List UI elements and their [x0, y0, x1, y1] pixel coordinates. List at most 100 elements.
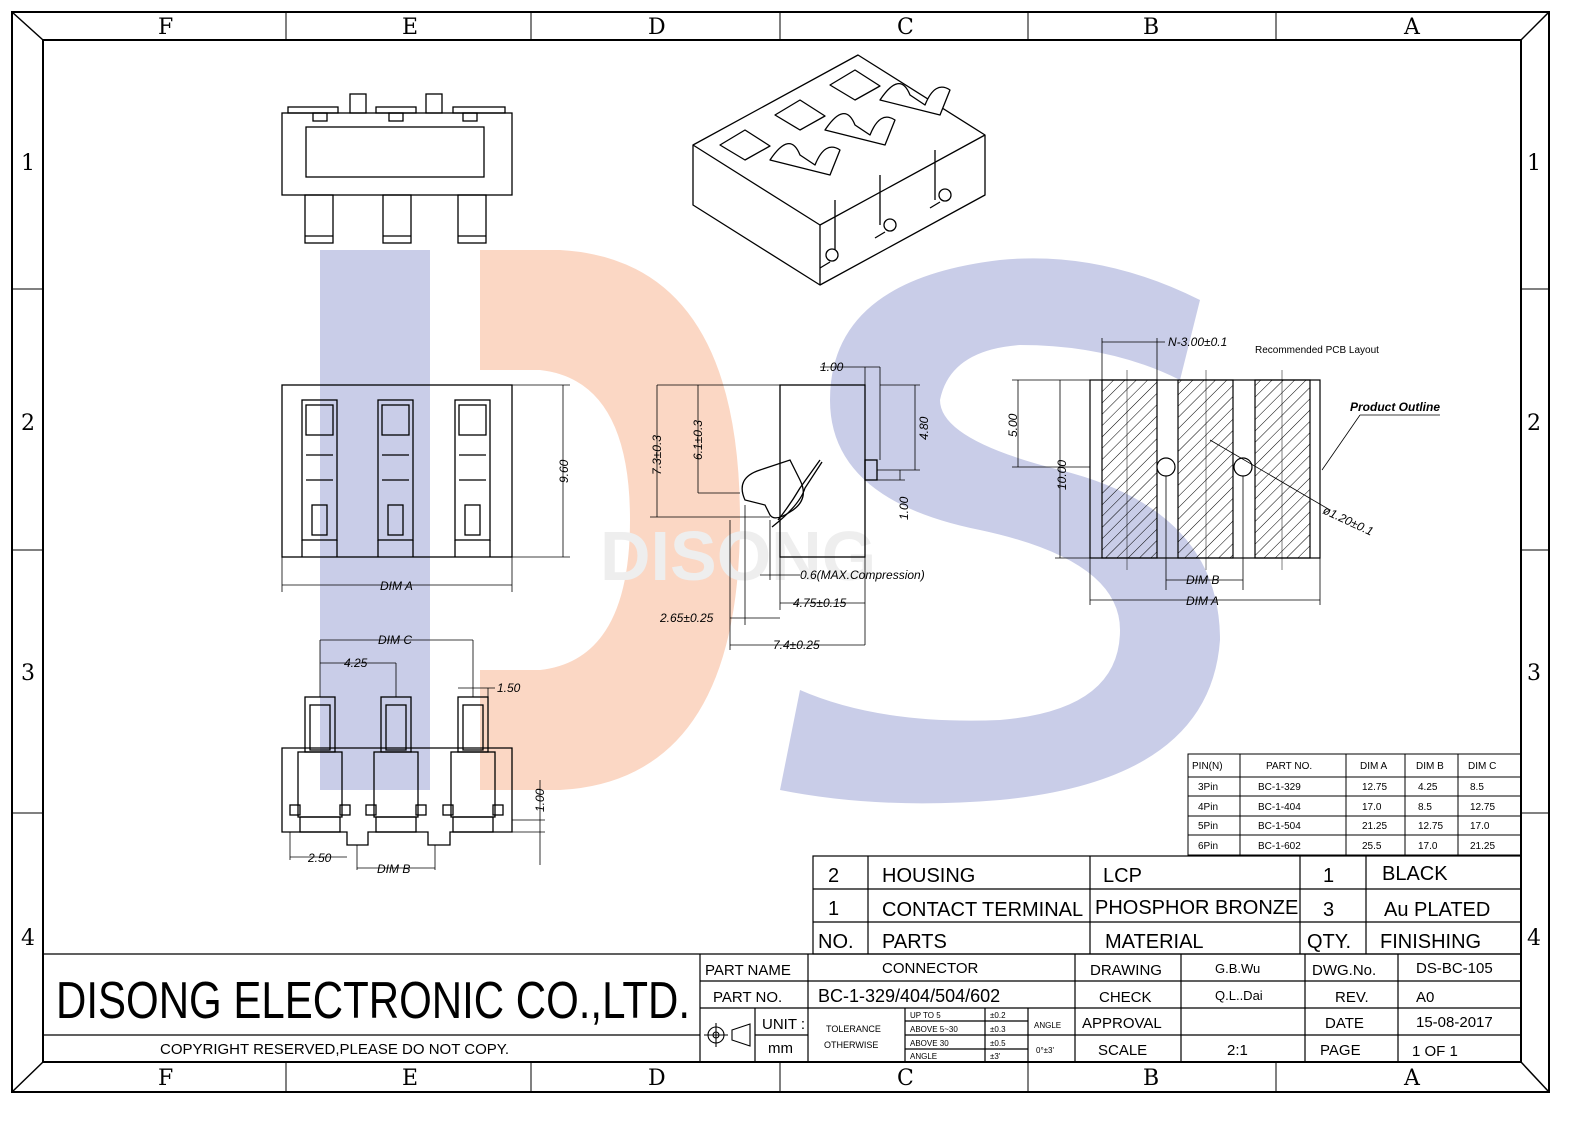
- pcb-dim-a: DIM A: [1186, 594, 1219, 608]
- tol-30-val: ±0.5: [990, 1039, 1006, 1048]
- bom-qty: 3: [1323, 899, 1334, 921]
- dim-06-compression: 0.6(MAX.Compression): [800, 568, 925, 582]
- col-label-c-bottom: C: [897, 1066, 914, 1091]
- dim-74: 7.4±0.25: [773, 638, 820, 652]
- bom-header-material: MATERIAL: [1105, 931, 1204, 953]
- dwg-no-value: DS-BC-105: [1416, 960, 1493, 977]
- unit-label: UNIT :: [762, 1016, 805, 1033]
- tolerance-label: TOLERANCE: [826, 1024, 881, 1034]
- bom-header-no: NO.: [818, 931, 854, 953]
- pin-table-cell: 4Pin: [1198, 802, 1218, 813]
- drawing-label: DRAWING: [1090, 962, 1162, 979]
- pin-table-header: DIM B: [1416, 761, 1444, 772]
- watermark-text: DISONG: [600, 517, 876, 595]
- col-label-d: D: [648, 15, 666, 40]
- check-value: Q.L..Dai: [1215, 988, 1263, 1003]
- tol-5-30-val: ±0.3: [990, 1025, 1006, 1034]
- company-name: DISONG ELECTRONIC CO.,LTD.: [56, 972, 690, 1030]
- pin-table-cell: BC-1-602: [1258, 841, 1301, 852]
- isometric-view: [692, 54, 986, 286]
- pin-table-cell: 12.75: [1362, 782, 1387, 793]
- date-label: DATE: [1325, 1015, 1364, 1032]
- title-block-text: DISONG ELECTRONIC CO.,LTD. COPYRIGHT RES…: [56, 960, 1493, 1061]
- pin-table-cell: 21.25: [1470, 841, 1495, 852]
- col-label-e-bottom: E: [402, 1066, 418, 1091]
- bottom-dim-c: DIM C: [378, 633, 412, 647]
- col-label-b: B: [1143, 15, 1159, 40]
- dim-480: 4.80: [917, 416, 931, 440]
- bottom-dim-b: DIM B: [377, 862, 410, 876]
- unit-value: mm: [768, 1040, 793, 1057]
- bottom-dim-425: 4.25: [344, 656, 368, 670]
- pcb-product-outline: Product Outline: [1350, 400, 1440, 414]
- pin-table-header: PART NO.: [1266, 761, 1312, 772]
- angle-value: 0°±3': [1036, 1046, 1054, 1055]
- row-label-1: 1: [21, 151, 35, 176]
- pcb-layout: [1012, 338, 1440, 605]
- bottom-view: [281, 639, 545, 870]
- bom-no: 1: [828, 898, 839, 920]
- angle-label: ANGLE: [1034, 1021, 1061, 1030]
- tol-30: ABOVE 30: [910, 1039, 949, 1048]
- dim-475: 4.75±0.15: [793, 596, 847, 610]
- tol-up5: UP TO 5: [910, 1011, 941, 1020]
- row-label-1-right: 1: [1527, 151, 1541, 176]
- part-no-value: BC-1-329/404/504/602: [818, 986, 1000, 1006]
- pin-table-cell: 12.75: [1418, 821, 1443, 832]
- pin-table-cell: BC-1-329: [1258, 782, 1301, 793]
- row-label-2-right: 2: [1527, 411, 1541, 436]
- pin-table-cell: 12.75: [1470, 802, 1495, 813]
- page-value: 1 OF 1: [1412, 1043, 1458, 1060]
- row-label-3-right: 3: [1527, 661, 1541, 686]
- col-label-d-bottom: D: [648, 1066, 666, 1091]
- col-label-e: E: [402, 15, 418, 40]
- pin-table-cell: 25.5: [1362, 841, 1382, 852]
- dwg-no-label: DWG.No.: [1312, 962, 1376, 979]
- tol-angle: ANGLE: [910, 1052, 937, 1061]
- title-block: [43, 953, 1521, 1062]
- row-label-4: 4: [21, 926, 35, 951]
- drawing-frame: [11, 11, 1550, 1093]
- frame-labels: F E D C B A F E D C B A 1 2 3 4 1 2 3 4: [21, 15, 1541, 1091]
- part-name-value: CONNECTOR: [882, 960, 979, 977]
- page-label: PAGE: [1320, 1042, 1361, 1059]
- tol-5-30: ABOVE 5~30: [910, 1025, 958, 1034]
- bom-header-finishing: FINISHING: [1380, 931, 1481, 953]
- rev-label: REV.: [1335, 989, 1369, 1006]
- col-label-a-bottom: A: [1403, 1066, 1421, 1091]
- bom-qty: 1: [1323, 865, 1334, 887]
- tol-angle-val: ±3': [990, 1052, 1001, 1061]
- rev-value: A0: [1416, 989, 1434, 1006]
- pcb-pitch: N-3.00±0.1: [1168, 335, 1227, 349]
- dim-960: 9.60: [557, 459, 571, 483]
- pin-table-text: PIN(N) PART NO. DIM A DIM B DIM C 3Pin B…: [1192, 761, 1496, 852]
- col-label-f-bottom: F: [158, 1066, 173, 1091]
- pin-table-header: DIM A: [1360, 761, 1388, 772]
- pcb-dim-500: 5.00: [1006, 413, 1020, 437]
- pin-table-cell: 21.25: [1362, 821, 1387, 832]
- bottom-dim-100: 1.00: [533, 788, 547, 812]
- pin-table-cell: 17.0: [1418, 841, 1438, 852]
- bom-material: LCP: [1103, 865, 1142, 887]
- pin-table-cell: 3Pin: [1198, 782, 1218, 793]
- approval-label: APPROVAL: [1082, 1015, 1162, 1032]
- part-no-label: PART NO.: [713, 989, 782, 1006]
- pin-table-cell: 6Pin: [1198, 841, 1218, 852]
- pcb-layout-title: Recommended PCB Layout: [1255, 345, 1379, 356]
- bom-no: 2: [828, 865, 839, 887]
- dim-73: 7.3±0.3: [650, 435, 664, 475]
- dim-100-top: 1.00: [820, 360, 844, 374]
- col-label-c: C: [897, 15, 914, 40]
- otherwise-label: OTHERWISE: [824, 1040, 878, 1050]
- col-label-b-bottom: B: [1143, 1066, 1159, 1091]
- top-view: [281, 93, 513, 244]
- pin-table-cell: 17.0: [1362, 802, 1382, 813]
- part-name-label: PART NAME: [705, 962, 791, 979]
- pin-table: [1187, 753, 1522, 856]
- date-value: 15-08-2017: [1416, 1014, 1493, 1031]
- dim-a-front: DIM A: [380, 579, 413, 593]
- row-label-4-right: 4: [1527, 926, 1541, 951]
- pcb-dim-1000: 10.00: [1055, 460, 1069, 490]
- pin-table-header: DIM C: [1468, 761, 1496, 772]
